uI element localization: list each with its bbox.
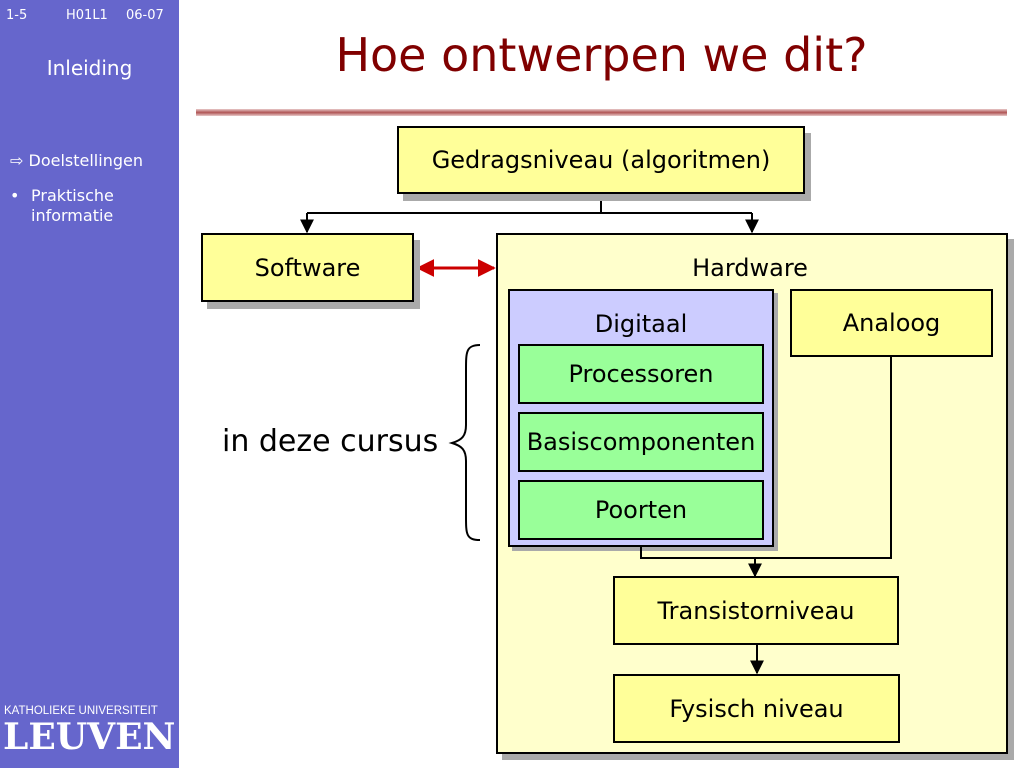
course-year: 06-07 (126, 8, 164, 23)
slide-number: 1-5 (6, 8, 28, 23)
logo-university-line: KATHOLIEKE UNIVERSITEIT (4, 705, 158, 717)
digital-label: Digitaal (594, 310, 688, 338)
nav-item-doelstellingen[interactable]: ⇨ Doelstellingen (10, 151, 143, 171)
processors-box: Processoren (518, 344, 764, 404)
course-code: H01L1 (66, 8, 108, 23)
bullet-icon: • (10, 186, 20, 205)
curly-brace (448, 344, 481, 541)
connector-digital-analog (640, 357, 892, 559)
title-divider (196, 109, 1007, 116)
course-scope-label: in deze cursus (222, 424, 439, 459)
nav-item-label: Doelstellingen (28, 151, 143, 170)
software-box: Software (201, 233, 414, 302)
nav-item-label: Praktische informatie (31, 186, 114, 225)
arrow-right-icon: ⇨ (10, 151, 24, 170)
section-title: Inleiding (46, 56, 133, 80)
basic-components-box: Basiscomponenten (518, 412, 764, 472)
analog-box: Analoog (790, 289, 993, 357)
page-title: Hoe ontwerpen we dit? (335, 28, 868, 82)
behavior-level-box: Gedragsniveau (algoritmen) (397, 126, 805, 194)
physical-level-box: Fysisch niveau (613, 674, 900, 743)
gates-box: Poorten (518, 480, 764, 540)
hardware-label: Hardware (692, 254, 808, 282)
logo-leuven: LEUVEN (3, 716, 176, 758)
sidebar: 1-5 H01L1 06-07 Inleiding ⇨ Doelstelling… (0, 0, 179, 768)
transistor-level-box: Transistorniveau (613, 576, 899, 645)
nav-item-praktische-informatie[interactable]: • Praktische informatie (10, 186, 141, 226)
